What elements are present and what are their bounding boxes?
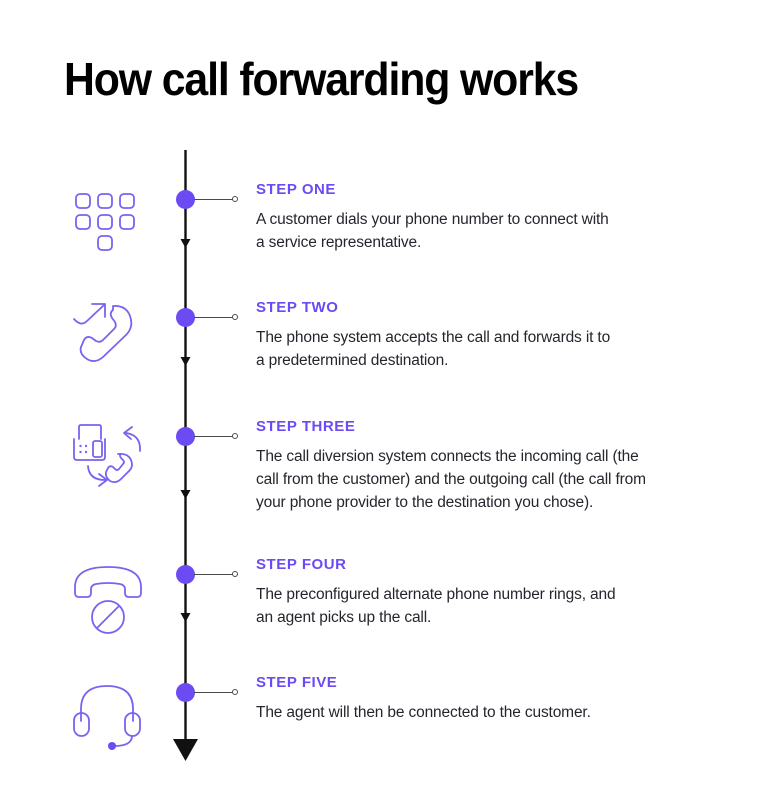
timeline-connector-three [194, 436, 233, 437]
timeline-dot-four [176, 565, 195, 584]
step-body-five: The agent will then be connected to the … [256, 704, 591, 721]
step-label-five: STEP FIVE [256, 674, 338, 691]
step-text-two: STEP TWO The phone system accepts the ca… [256, 300, 716, 373]
timeline-dot-one [176, 190, 195, 209]
step-label-three: STEP THREE [256, 418, 356, 435]
timeline-endpoint-three [232, 433, 238, 439]
timeline-endpoint-one [232, 196, 238, 202]
headset-icon [68, 673, 148, 753]
timeline-dot-three [176, 427, 195, 446]
dialpad-icon [68, 182, 148, 262]
step-label-two: STEP TWO [256, 299, 339, 316]
timeline-endpoint-five [232, 689, 238, 695]
step-body-three: The call diversion system connects the i… [256, 448, 646, 511]
timeline-endpoint-two [232, 314, 238, 320]
step-label-four: STEP FOUR [256, 556, 347, 573]
step-text-five: STEP FIVE The agent will then be connect… [256, 675, 716, 725]
timeline-connector-two [194, 317, 233, 318]
step-text-four: STEP FOUR The preconfigured alternate ph… [256, 557, 716, 630]
timeline-endpoint-four [232, 571, 238, 577]
step-text-three: STEP THREE The call diversion system con… [256, 419, 716, 514]
call-forward-icon [68, 294, 148, 374]
timeline-connector-four [194, 574, 233, 575]
step-text-one: STEP ONE A customer dials your phone num… [256, 182, 716, 255]
timeline-connector-one [194, 199, 233, 200]
step-label-one: STEP ONE [256, 181, 336, 198]
page-title: How call forwarding works [64, 53, 579, 105]
step-body-four: The preconfigured alternate phone number… [256, 586, 616, 626]
step-body-two: The phone system accepts the call and fo… [256, 329, 611, 369]
timeline-connector-five [194, 692, 233, 693]
timeline-dot-five [176, 683, 195, 702]
call-blocked-icon [68, 557, 148, 637]
timeline-dot-two [176, 308, 195, 327]
call-diversion-icon [68, 413, 148, 493]
step-body-one: A customer dials your phone number to co… [256, 211, 609, 251]
